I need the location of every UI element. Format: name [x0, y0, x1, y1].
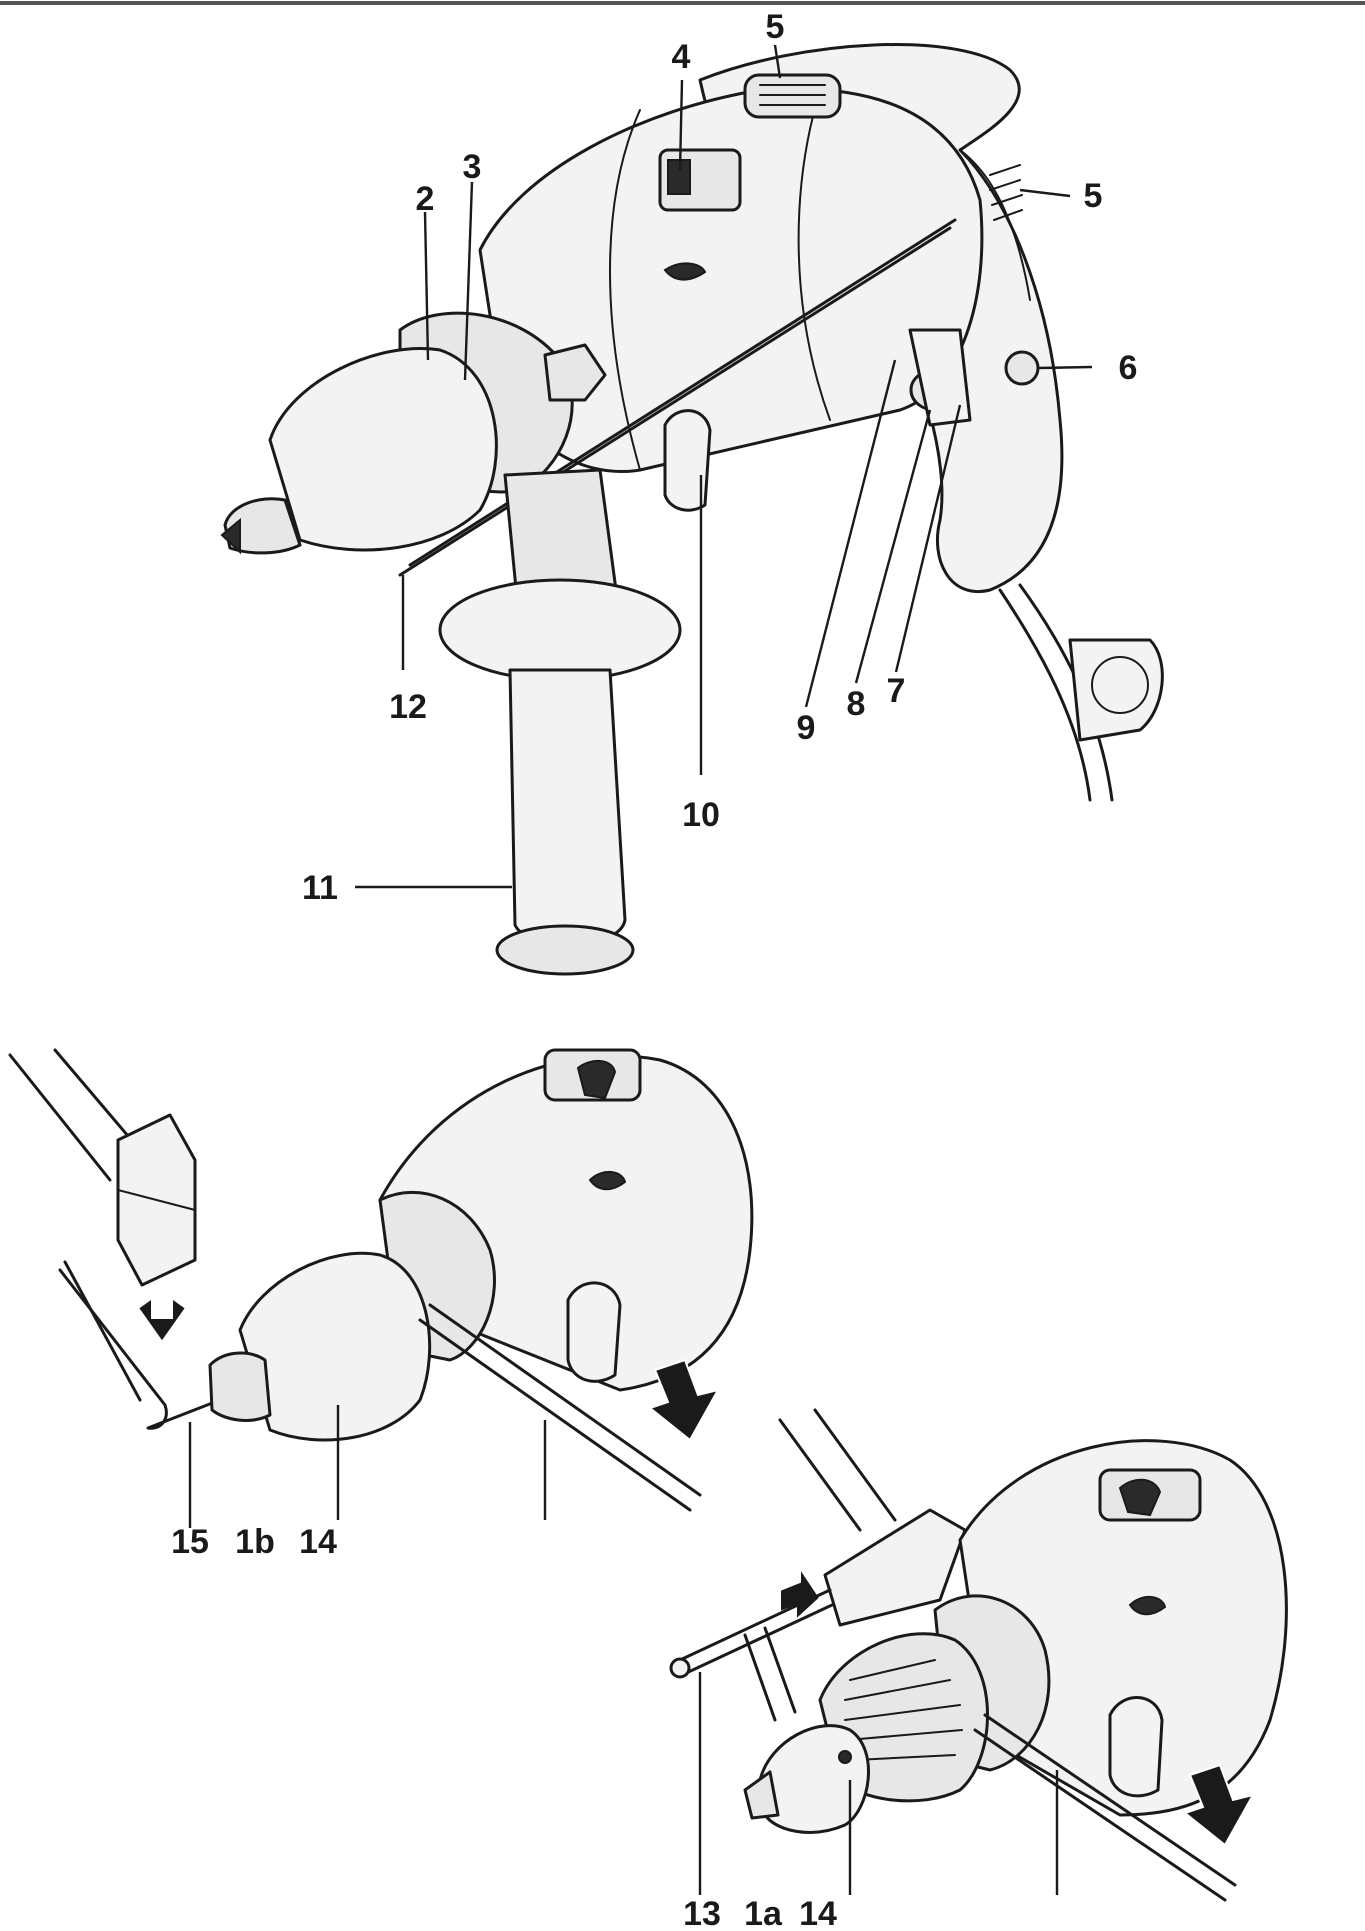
label-13: 13 [683, 1895, 721, 1931]
depth-rod [408, 218, 957, 567]
knurl-pattern [844, 1659, 963, 1761]
rod-end [669, 1657, 691, 1679]
label-9: 9 [797, 709, 816, 747]
leader-3 [463, 181, 474, 381]
hex-key-edge [63, 1260, 142, 1402]
chuck-key-rod-edge [680, 1603, 834, 1677]
label-1a: 1a [744, 1895, 783, 1931]
logo-slot [663, 262, 707, 281]
trigger [908, 328, 972, 427]
clamp-bolt [543, 343, 607, 402]
label-14-right: 14 [799, 1895, 837, 1931]
label-1b: 1b [235, 1523, 275, 1561]
depth-rod-edge [398, 226, 952, 577]
selector-knob [663, 409, 712, 512]
depth-rod [973, 1728, 1227, 1902]
leader-2 [423, 211, 430, 361]
mode-switch-knob [1118, 1478, 1162, 1517]
leader-8 [854, 409, 932, 684]
chuck-nose [743, 1770, 780, 1820]
leader-7 [894, 404, 962, 673]
label-5-top: 5 [766, 8, 785, 46]
power-cord [998, 588, 1092, 802]
label-6: 6 [1119, 349, 1138, 387]
label-15: 15 [171, 1523, 209, 1561]
logo-slot [588, 1171, 627, 1191]
leader-5a [773, 44, 782, 79]
label-14-left: 14 [299, 1523, 337, 1561]
depth-rod-edge [983, 1713, 1237, 1887]
hex-key [58, 1268, 222, 1430]
label-4: 4 [672, 38, 691, 76]
selector-knob [1108, 1696, 1164, 1798]
label-8: 8 [847, 685, 866, 723]
side-handle-guard [438, 578, 682, 682]
label-12: 12 [389, 688, 427, 726]
leader-4 [678, 79, 684, 171]
hammer-handle-edge [53, 1048, 142, 1152]
hammer-handle [778, 1418, 862, 1532]
label-5-side: 5 [1084, 177, 1103, 215]
cord-holder-ring [1091, 656, 1149, 714]
label-11: 11 [302, 869, 338, 907]
chuck-nose [223, 497, 302, 555]
chuck-key-post [743, 1633, 777, 1722]
down-arrow-icon [136, 1296, 188, 1344]
depth-rod [418, 1318, 692, 1512]
chuck-key-rod [678, 1588, 832, 1662]
label-7: 7 [887, 672, 906, 710]
selector-knob [566, 1281, 622, 1383]
label-10: 10 [682, 796, 720, 834]
down-arrow-icon [1182, 1763, 1256, 1847]
handle-contour [959, 149, 1031, 301]
leader-5b [1019, 188, 1071, 198]
leader-6 [1037, 365, 1093, 370]
down-arrow-icon [647, 1358, 721, 1442]
chuck-key-post-edge [763, 1626, 797, 1714]
lock-button [1004, 350, 1040, 386]
chuck-key-hole [838, 1750, 852, 1764]
side-handle-grip [508, 668, 627, 947]
chuck-detail-1a: 13 1a 14 [669, 1408, 1288, 1931]
mode-switch-knob [667, 159, 691, 195]
leader-9 [804, 359, 897, 708]
drill-overview: 2 3 4 5 5 6 7 8 9 10 11 12 [220, 8, 1164, 976]
chuck-body [268, 347, 498, 552]
chuck-nose [208, 1351, 272, 1422]
chuck-body [238, 1251, 432, 1442]
hammer-head-edge [117, 1189, 196, 1211]
mode-switch-knob [576, 1060, 617, 1100]
logo-slot [1128, 1596, 1167, 1616]
vent-side [989, 164, 1023, 221]
depth-rod-edge [428, 1303, 702, 1497]
housing-seam-2 [797, 89, 831, 421]
housing-seam [609, 109, 641, 471]
hammer-handle-edge [813, 1408, 897, 1522]
hammer-head [823, 1508, 967, 1627]
label-3: 3 [463, 148, 482, 186]
label-2: 2 [416, 180, 435, 218]
chuck-tip [220, 517, 241, 555]
chuck-detail-1b: 15 1b 14 [8, 1048, 754, 1561]
side-handle-end [495, 924, 635, 976]
hammer-handle [8, 1053, 112, 1182]
